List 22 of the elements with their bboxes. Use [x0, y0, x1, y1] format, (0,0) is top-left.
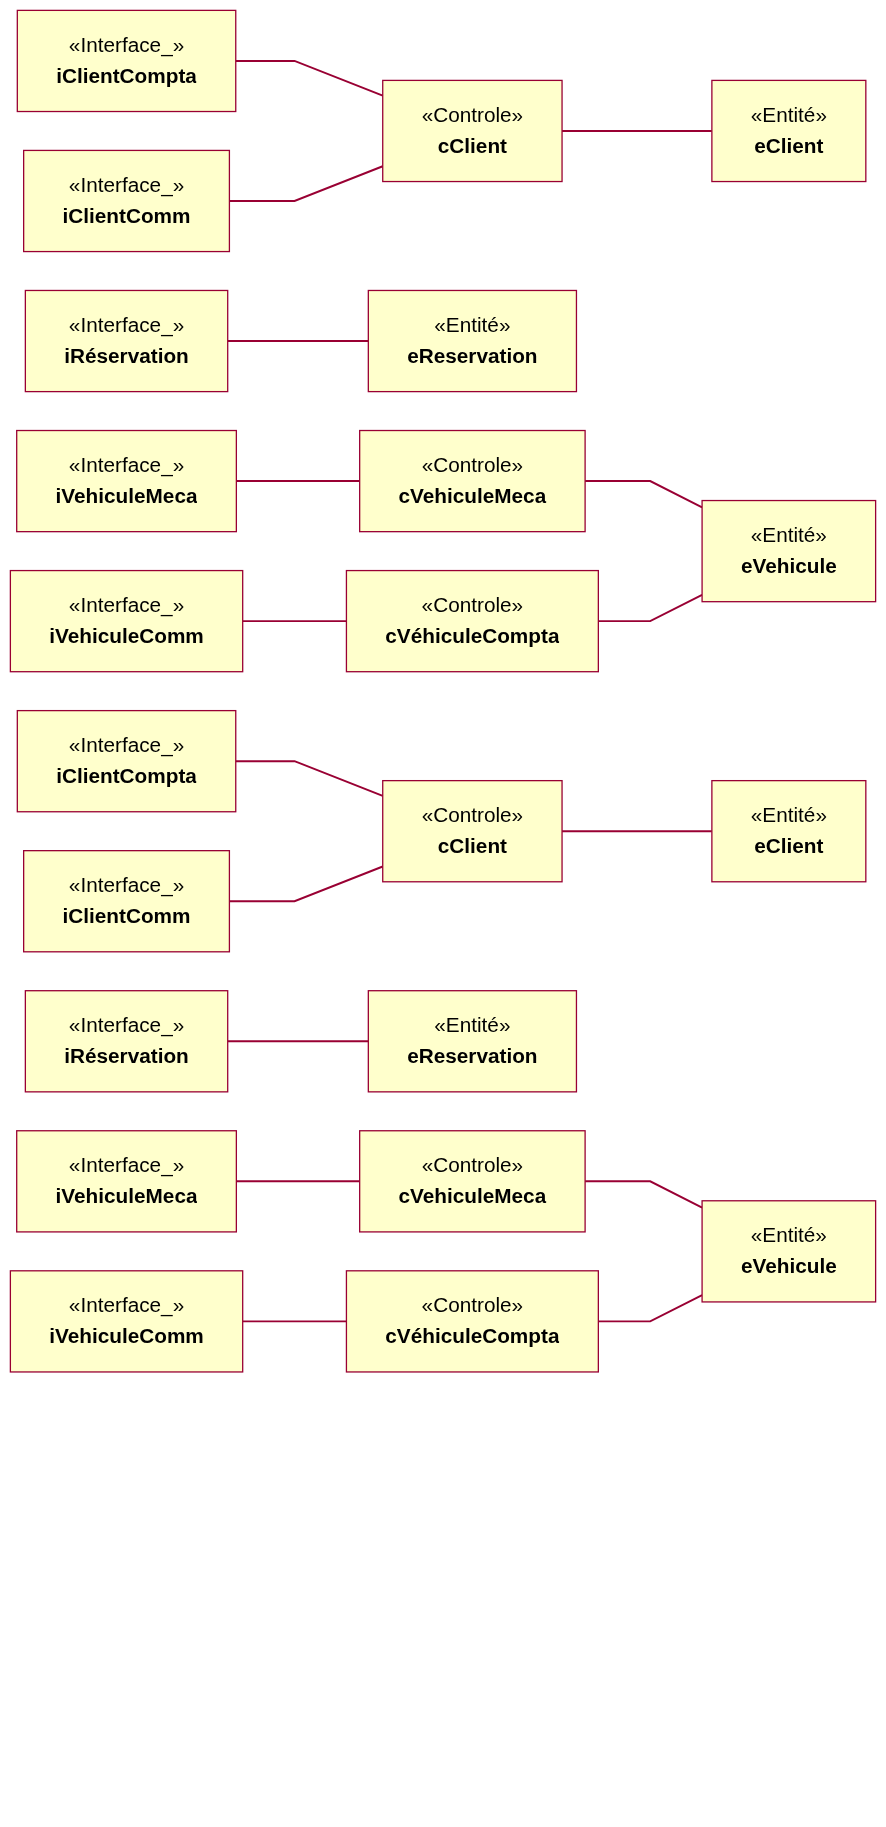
- node-box: «Controle» cVéhiculeCompta: [345, 569, 599, 673]
- node-box: «Controle» cVehiculeMeca: [359, 1130, 586, 1233]
- node-box: «Interface_» iClientComm: [23, 149, 231, 253]
- node-box: «Entité» eClient: [711, 79, 867, 183]
- node-box: «Interface_» iVehiculeComm: [9, 569, 244, 673]
- node-box: «Interface_» iClientCompta: [16, 9, 237, 113]
- node-box: «Controle» cClient: [382, 79, 563, 183]
- node-box: «Interface_» iClientComm: [23, 850, 231, 953]
- node-box: «Entité» eReservation: [367, 289, 578, 393]
- node-box: «Interface_» iClientCompta: [16, 709, 237, 813]
- node-box: «Interface_» iVehiculeComm: [9, 1270, 244, 1373]
- node-box: «Entité» eClient: [711, 780, 867, 883]
- node-box: «Interface_» iVehiculeMeca: [16, 429, 237, 533]
- node-box: «Entité» eVehicule: [701, 499, 877, 603]
- node-box: «Controle» cVéhiculeCompta: [345, 1270, 599, 1373]
- node-box: «Entité» eReservation: [367, 990, 578, 1093]
- node-box: «Interface_» iRéservation: [24, 990, 229, 1093]
- node-box: «Entité» eVehicule: [701, 1200, 877, 1303]
- node-box: «Interface_» iRéservation: [24, 289, 229, 393]
- node-box: «Interface_» iVehiculeMeca: [16, 1130, 237, 1233]
- node-box: «Controle» cClient: [382, 780, 563, 883]
- node-box: «Controle» cVehiculeMeca: [359, 429, 586, 533]
